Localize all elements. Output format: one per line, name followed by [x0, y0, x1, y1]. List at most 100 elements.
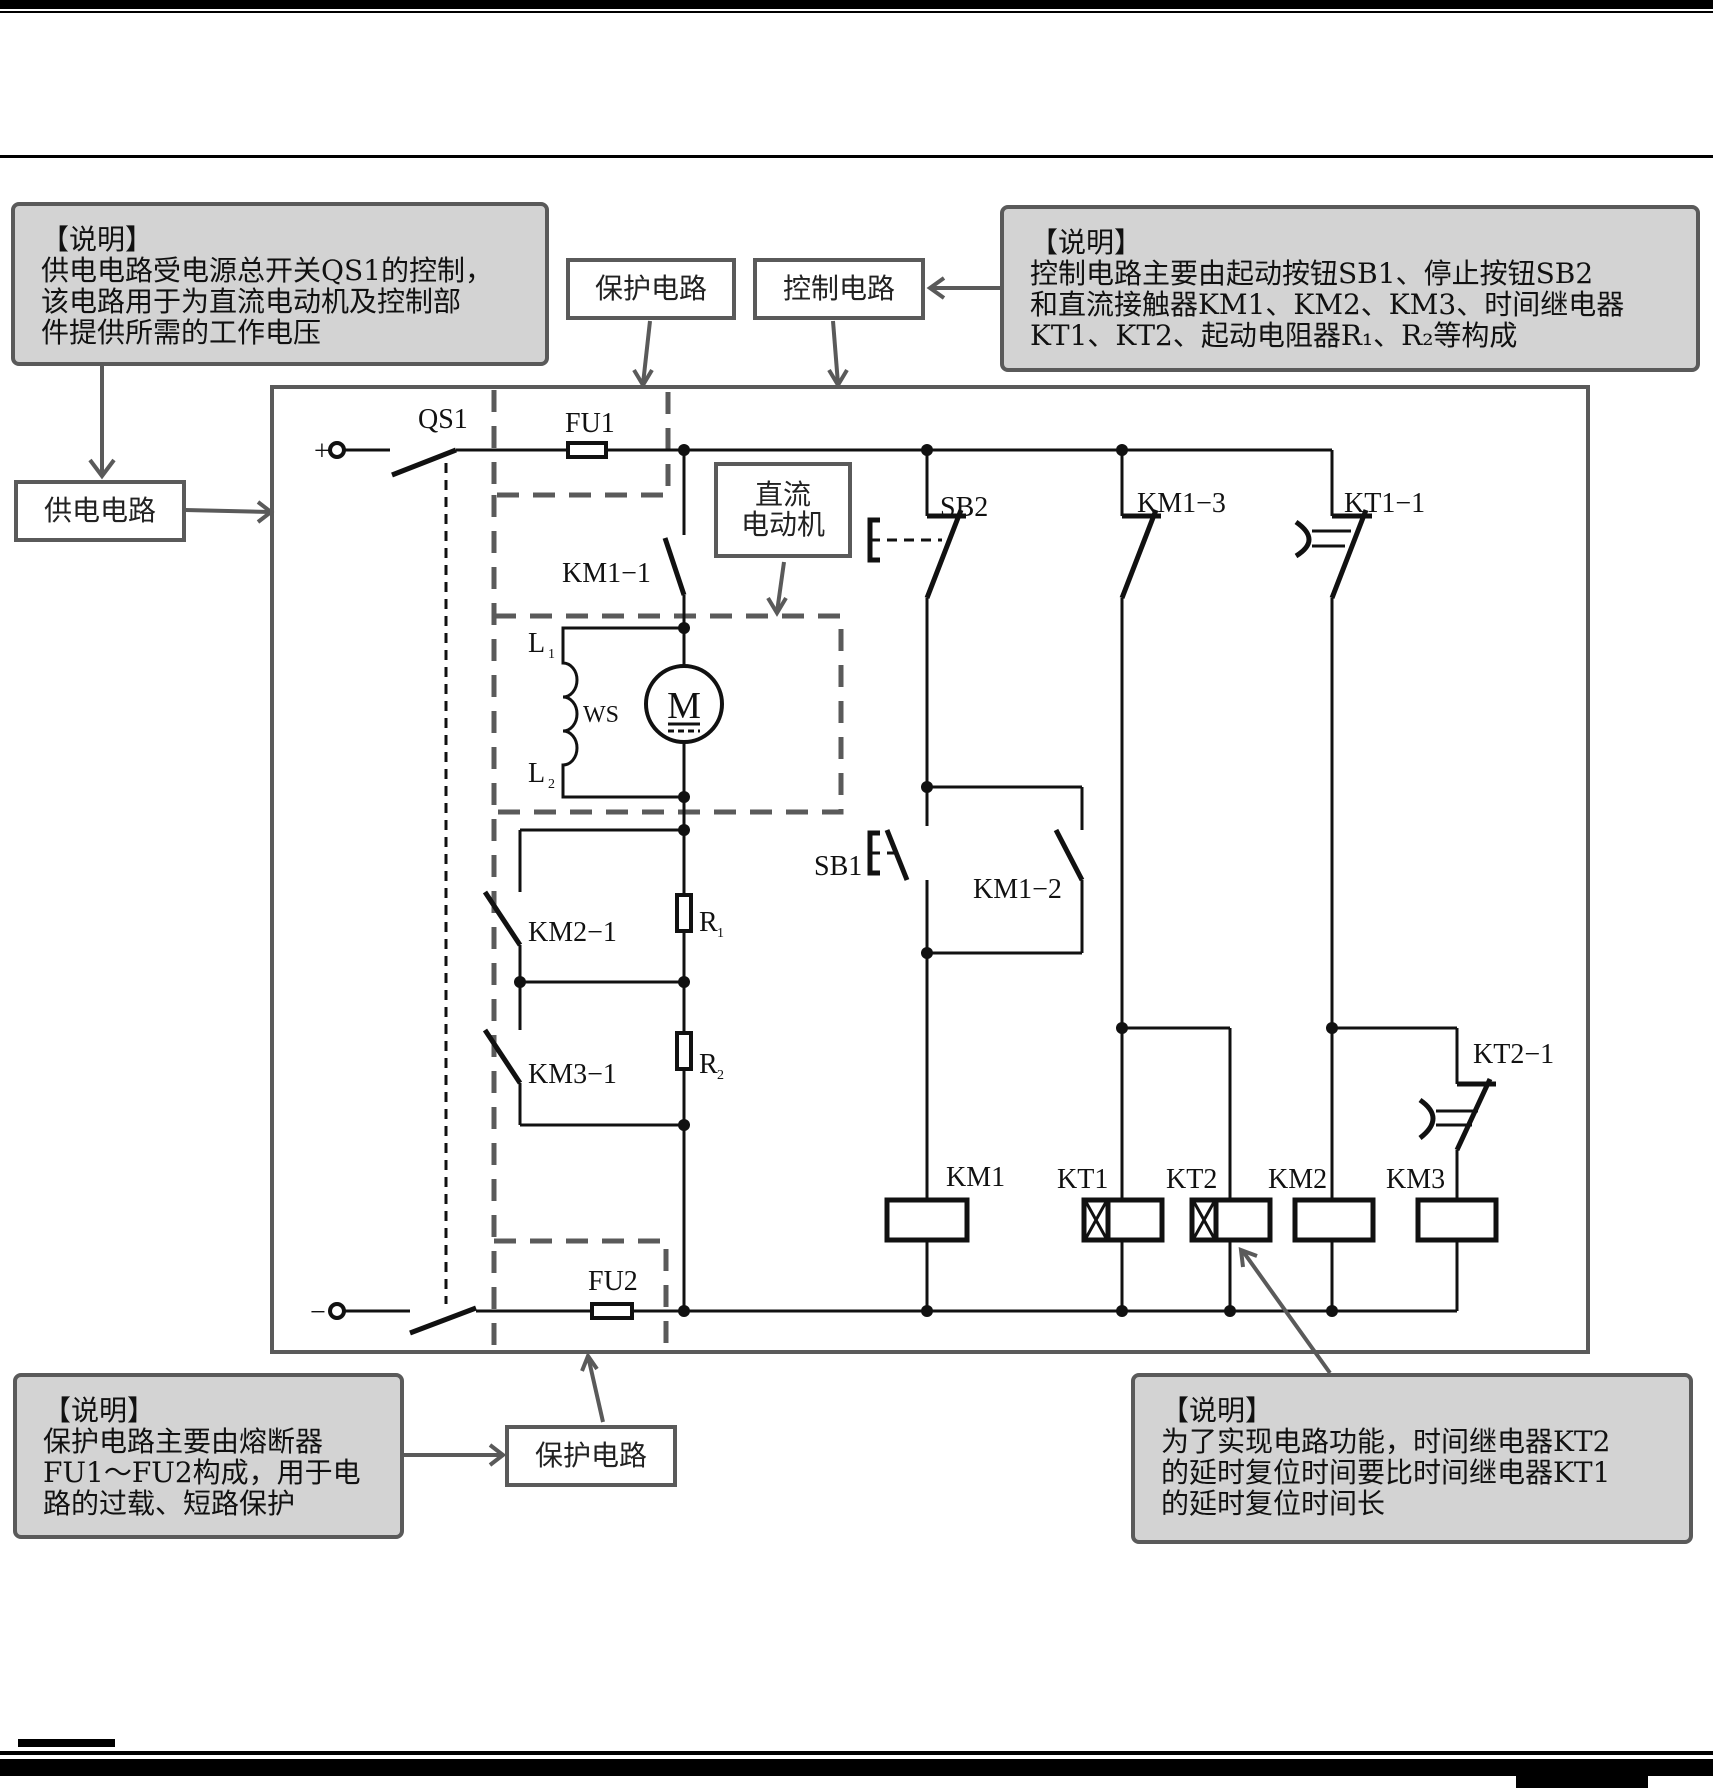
- note-line: KT1、KT2、起动电阻器R₁、R₂等构成: [1030, 319, 1518, 352]
- arrow-line: [184, 508, 271, 514]
- tag-label-line: 直流: [754, 478, 811, 511]
- plus-terminal-label: +: [314, 436, 330, 467]
- header-rule: [0, 11, 1713, 13]
- kt2-1-label: KT2−1: [1473, 1039, 1554, 1070]
- control-circuit-note: 【说明】 控制电路主要由起动按钮SB1、停止按钮SB2 和直流接触器KM1、KM…: [1000, 205, 1700, 372]
- arrow-line: [775, 561, 786, 613]
- km2-coil-label: KM2: [1268, 1164, 1327, 1195]
- fu1-protection-region: [491, 390, 671, 498]
- kt1-delay-x-icon: [1084, 1201, 1108, 1239]
- arrow-head-icon: [88, 458, 116, 480]
- kt1-1-delay-arc-icon: [1294, 519, 1312, 559]
- junction-dot: [678, 1119, 690, 1131]
- junction-dot: [678, 824, 690, 836]
- minus-terminal-label: −: [310, 1297, 326, 1328]
- fu1-label: FU1: [565, 408, 615, 439]
- kt1-1-contact-icon: [1329, 509, 1369, 599]
- arrow-line: [641, 320, 652, 385]
- fu2-fuse-icon: [590, 1302, 634, 1320]
- main-frame: [270, 385, 1590, 1354]
- timer-relay-note: 【说明】 为了实现电路功能，时间继电器KT2 的延时复位时间要比时间继电器KT1…: [1131, 1373, 1693, 1544]
- sb2-label: SB2: [940, 492, 988, 523]
- km1-3-label: KM1−3: [1137, 488, 1226, 519]
- junction-dot: [1116, 444, 1128, 456]
- junction-dots: [514, 444, 1338, 1317]
- protection-circuit-note: 【说明】 保护电路主要由熔断器 FU1～FU2构成，用于电 路的过载、短路保护: [13, 1373, 404, 1539]
- kt2-coil-label: KT2: [1166, 1164, 1217, 1195]
- junction-dot: [678, 444, 690, 456]
- arrow-line: [1240, 1248, 1332, 1375]
- protection-circuit-tag-top: 保护电路: [566, 258, 736, 320]
- r2-resistor-icon: [675, 1031, 693, 1071]
- arrow-head-icon: [1238, 1246, 1258, 1268]
- tag-label: 保护电路: [594, 272, 707, 305]
- junction-dot: [1326, 1305, 1338, 1317]
- r1-label: R: [699, 907, 718, 938]
- km1-2-label: KM1−2: [973, 874, 1062, 905]
- note-line: 该电路用于为直流电动机及控制部: [41, 285, 462, 318]
- note-line: 控制电路主要由起动按钮SB1、停止按钮SB2: [1030, 257, 1594, 290]
- qs1-upper-blade: [391, 447, 457, 478]
- note-line: FU1～FU2构成，用于电: [43, 1456, 361, 1489]
- note-line: 的延时复位时间长: [1161, 1487, 1386, 1520]
- sb2-contact-icon: [924, 509, 964, 599]
- arrow-head-icon: [766, 596, 788, 617]
- kt1-delay-mark: [1081, 1197, 1111, 1243]
- qs1-lower-blade: [409, 1305, 477, 1336]
- junction-dot: [1326, 1022, 1338, 1034]
- tag-label: 供电电路: [43, 494, 156, 527]
- note-title: 【说明】: [1030, 226, 1143, 259]
- kt1-coil-label: KT1: [1057, 1164, 1108, 1195]
- tag-label: 控制电路: [782, 272, 895, 305]
- note-line: 路的过载、短路保护: [43, 1487, 296, 1520]
- note-line: 为了实现电路功能，时间继电器KT2: [1161, 1425, 1611, 1458]
- note-title: 【说明】: [43, 1394, 156, 1427]
- qs1-label: QS1: [418, 404, 468, 435]
- ws-label: WS: [583, 702, 619, 728]
- r2-subscript: 2: [717, 1068, 724, 1083]
- km1-1-contact-icon: [662, 537, 687, 596]
- arrow-line: [831, 320, 840, 385]
- arrow-line: [586, 1355, 605, 1423]
- junction-dot: [678, 1305, 690, 1317]
- fu2-protection-region: [494, 1238, 669, 1352]
- km1-2-contact-icon: [1053, 828, 1085, 882]
- km2-coil-icon: [1292, 1197, 1376, 1243]
- note-line: 保护电路主要由熔断器: [43, 1425, 324, 1458]
- kt2-delay-x-icon: [1192, 1201, 1216, 1239]
- tag-label: 保护电路: [534, 1439, 647, 1472]
- plus-terminal-icon: [328, 441, 346, 459]
- footer-page-mark: [18, 1739, 115, 1747]
- arrow-head-icon: [256, 500, 275, 524]
- junction-dot: [678, 622, 690, 634]
- junction-dot: [921, 1305, 933, 1317]
- arrow-head-icon: [488, 1443, 507, 1467]
- junction-dot: [921, 444, 933, 456]
- junction-dot: [678, 791, 690, 803]
- protection-circuit-tag-bottom: 保护电路: [505, 1425, 677, 1487]
- l1-label: L: [528, 628, 545, 659]
- note-title: 【说明】: [1161, 1394, 1274, 1427]
- junction-dot: [921, 947, 933, 959]
- km1-coil-icon: [884, 1197, 970, 1243]
- fu1-fuse-icon: [566, 441, 608, 459]
- r1-subscript: 1: [717, 926, 724, 941]
- note-line: 的延时复位时间要比时间继电器KT1: [1161, 1456, 1611, 1489]
- km2-1-label: KM2−1: [528, 917, 617, 948]
- km1-1-label: KM1−1: [562, 558, 651, 589]
- arrow-head-icon: [827, 368, 849, 389]
- l1-subscript: 1: [548, 647, 555, 662]
- l2-label: L: [528, 758, 545, 789]
- dc-motor-tag: 直流 电动机: [714, 462, 852, 558]
- note-line: 和直流接触器KM1、KM2、KM3、时间继电器: [1030, 288, 1625, 321]
- note-line: 供电电路受电源总开关QS1的控制，: [41, 254, 493, 287]
- control-circuit-tag: 控制电路: [753, 258, 925, 320]
- dc-motor-region: [494, 613, 844, 815]
- junction-dot: [514, 976, 526, 988]
- km3-1-label: KM3−1: [528, 1059, 617, 1090]
- tag-label-line: 电动机: [740, 508, 825, 541]
- arrow-head-icon: [632, 368, 654, 389]
- header-top-bar: [0, 0, 1713, 9]
- r1-resistor-icon: [675, 893, 693, 933]
